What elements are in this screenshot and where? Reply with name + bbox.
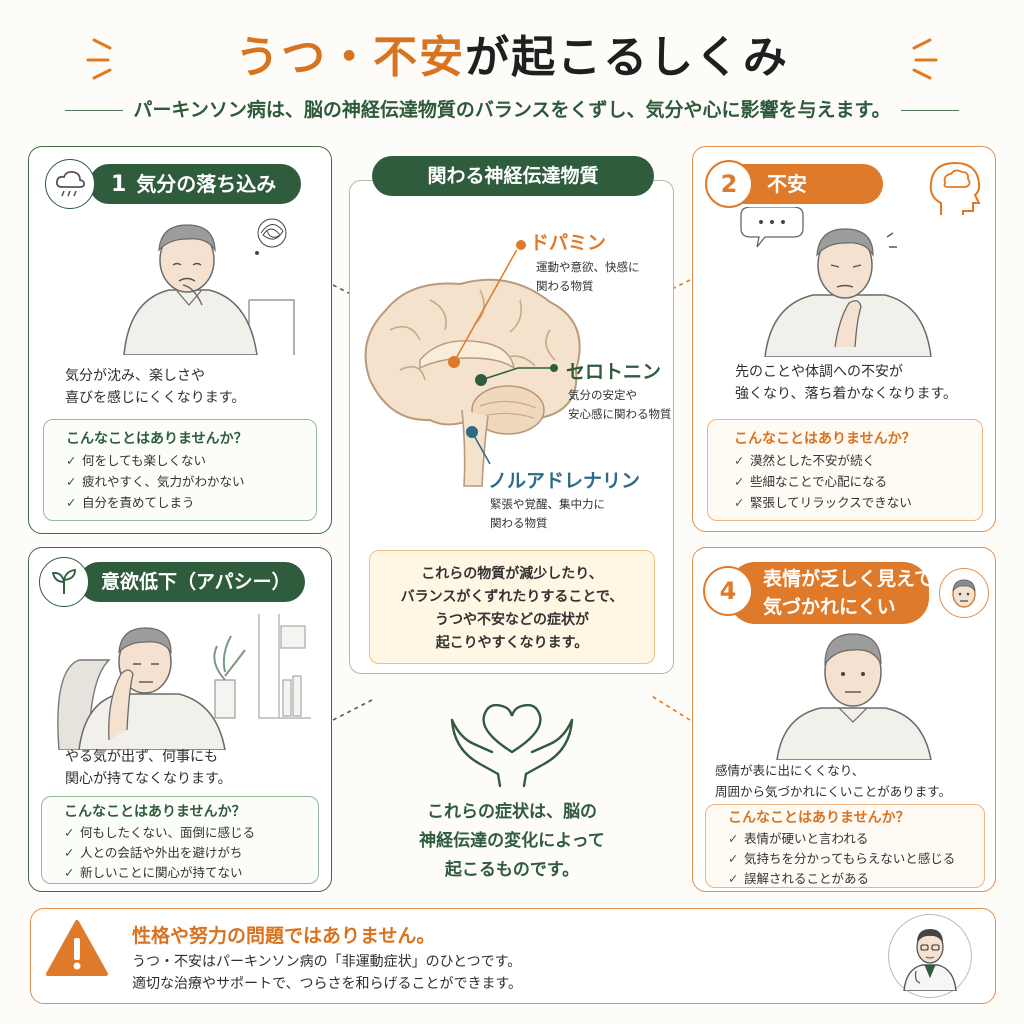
heart-hands-icon [450,703,574,788]
card-anxiety-number: 2 [705,160,753,208]
bottom-title: 性格や努力の問題ではありません。 [132,925,436,947]
noradrenaline-desc: 緊張や覚醒、集中力に 関わる物質 [490,497,605,530]
spark-right-icon [912,38,938,80]
check-icon: ✓ [734,495,745,510]
sad-person-illustration [123,218,295,355]
page-subtitle: パーキンソン病は、脳の神経伝達物質のバランスをくずし、気分や心に影響を与えます。 [40,96,984,124]
serotonin-name: セロトニン [566,361,662,383]
card-anxiety-desc: 先のことや体調への不安が 強くなり、落ち着かなくなります。 [735,364,958,402]
doctor-icon [903,929,957,991]
card-anxiety: 不安 2 先のことや体調への不安が 強くなり、落ち着かなくなります。 こんなこと… [692,146,996,532]
conclusion-text: これらの症状は、脳の 神経伝達の変化によって 起こるものです。 [419,802,605,880]
scribble-icon [255,218,287,255]
blank-face-person-illustration [776,633,932,760]
check-icon: ✓ [728,851,739,866]
rain-cloud-icon [45,159,95,209]
check-icon: ✓ [64,825,75,840]
doctor-avatar [888,914,972,998]
head-worry-icon [929,161,981,215]
checklist-item: ✓緊張してリラックスできない [734,492,982,513]
card-apathy: 意欲低下（アパシー） やる気が出ず、何事にも 関心が持てなくなります。 こんなこ… [28,547,332,892]
card-apathy-checklist: こんなことはありませんか？ ✓何もしたくない、面倒に感じる ✓人との会話や外出を… [41,796,319,884]
card-depression-desc: 気分が沈み、楽しさや 喜びを感じにくくなります。 [65,368,246,406]
checklist-item: ✓誤解されることがある [728,869,984,889]
checklist-item: ✓新しいことに関心が持てない [64,863,318,883]
card-depression-checklist: こんなことはありませんか？ ✓何をしても楽しくない ✓疲れやすく、気力がわかない… [43,419,317,521]
check-icon: ✓ [66,453,77,468]
bottom-banner [30,908,996,1004]
dopamine-dot-icon [516,240,526,250]
card-expression-desc: 感情が表に出にくくなり、 周囲から気づかれにくいことがあります。 [715,763,952,799]
bottom-line-2: 適切な治療やサポートで、つらさを和らげることができます。 [132,976,523,992]
face-icon [939,568,989,618]
card-expression-title: 表情が乏しく見えて 気づかれにくい [729,562,933,624]
checklist-item: ✓気持ちを分かってもらえないと感じる [728,849,984,869]
card-anxiety-checklist: こんなことはありませんか？ ✓漠然とした不安が続く ✓些細なことで心配になる ✓… [707,419,983,521]
warning-icon [46,920,108,976]
checklist-item: ✓疲れやすく、気力がわかない [66,471,316,492]
card-apathy-title: 意欲低下（アパシー） [79,562,305,602]
dopamine-desc: 運動や意欲、快感に 関わる物質 [536,260,640,293]
card-expression-number: 4 [703,566,753,616]
card-expression: 表情が乏しく見えて 気づかれにくい 4 感情が表に出にくくなり、 周囲から気づか… [692,547,996,892]
check-icon: ✓ [64,845,75,860]
card-apathy-desc: やる気が出ず、何事にも 関心が持てなくなります。 [65,749,232,787]
checklist-item: ✓自分を責めてしまう [66,492,316,513]
check-icon: ✓ [64,865,75,880]
checklist-item: ✓何もしたくない、面倒に感じる [64,823,318,843]
check-icon: ✓ [66,474,77,489]
check-icon: ✓ [728,831,739,846]
summary-box: これらの物質が減少したり、 バランスがくずれたりすることで、 うつや不安などの症… [369,550,655,664]
bottom-line-1: うつ・不安はパーキンソン病の「非運動症状」のひとつです。 [132,954,522,970]
check-icon: ✓ [66,495,77,510]
serotonin-desc: 気分の安定や 安心感に関わる物質 [568,388,672,421]
check-icon: ✓ [734,453,745,468]
spark-left-icon [86,38,112,80]
checklist-item: ✓人との会話や外出を避けがち [64,843,318,863]
apathetic-person-illustration [57,614,311,750]
dopamine-name: ドパミン [530,232,607,254]
checklist-item: ✓何をしても楽しくない [66,450,316,471]
checklist-item: ✓表情が硬いと言われる [728,829,984,849]
worried-person-illustration [740,207,932,357]
checklist-item: ✓些細なことで心配になる [734,471,982,492]
checklist-item: ✓漠然とした不安が続く [734,450,982,471]
connector-apathy [332,699,373,721]
card-expression-checklist: こんなことはありませんか？ ✓表情が硬いと言われる ✓気持ちを分かってもらえない… [705,804,985,888]
check-icon: ✓ [734,474,745,489]
card-anxiety-title: 不安 [723,164,883,204]
noradrenaline-name: ノルアドレナリン [488,470,641,492]
sprout-icon [39,557,89,607]
center-title: 関わる神経伝達物質 [372,156,654,196]
brain-illustration [364,250,581,487]
page-title: うつ・不安が起こるしくみ [235,32,789,83]
connector-expression [649,694,691,721]
check-icon: ✓ [728,871,739,886]
